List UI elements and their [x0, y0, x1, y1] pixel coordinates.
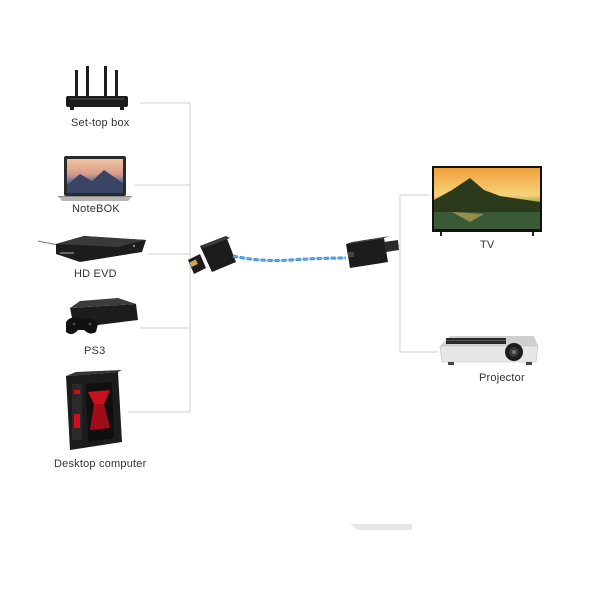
source-label-ps3: PS3 — [84, 345, 106, 357]
ethernet-cable-icon — [232, 254, 347, 262]
laptop-icon — [58, 156, 132, 201]
source-label-notebook: NoteBOK — [72, 203, 120, 215]
output-label-projector: Projector — [479, 372, 525, 384]
tv-icon — [432, 166, 542, 236]
desktop-tower-icon — [66, 370, 122, 450]
source-connector-lines — [128, 102, 200, 413]
output-connector-lines — [398, 194, 438, 353]
dvd-player-icon — [37, 236, 146, 262]
hdmi-transmitter-icon — [188, 236, 236, 274]
source-label-set-top-box: Set-top box — [71, 117, 130, 129]
projector-icon — [439, 336, 539, 365]
router-icon — [66, 66, 128, 110]
source-label-desktop-computer: Desktop computer — [54, 458, 147, 470]
game-console-icon — [66, 298, 138, 335]
shadow-bar — [350, 524, 412, 530]
source-label-hd-evd: HD EVD — [74, 268, 117, 280]
output-label-tv: TV — [480, 239, 495, 251]
hdmi-receiver-icon — [346, 236, 399, 268]
